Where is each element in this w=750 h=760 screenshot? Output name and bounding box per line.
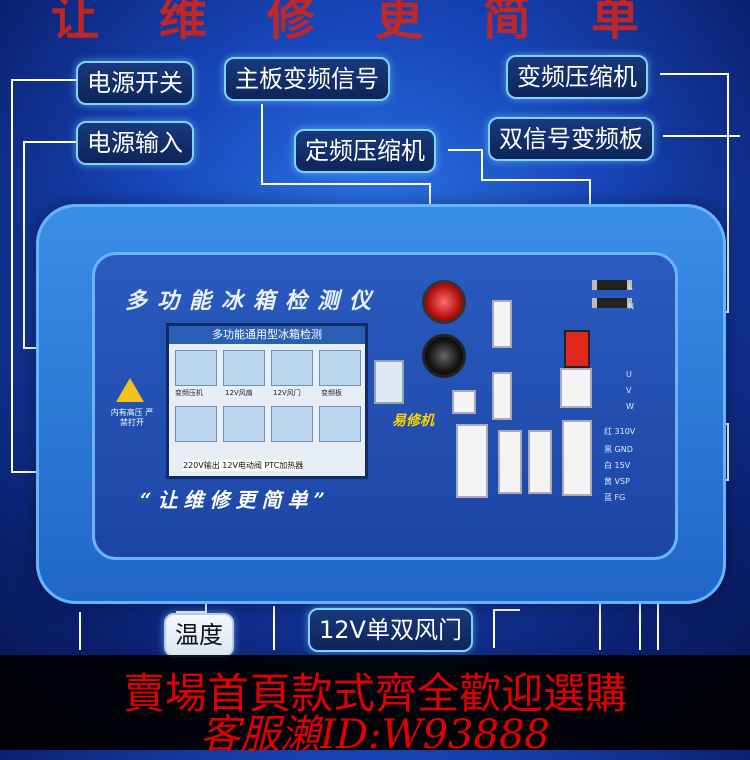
label-inverter-compressor: 变频压缩机 (506, 55, 648, 99)
tile-fan[interactable] (223, 350, 265, 386)
tile-valve[interactable] (223, 406, 265, 442)
black-jack[interactable] (422, 334, 466, 378)
red-jack[interactable] (422, 280, 466, 324)
color-mark: 蓝 FG (604, 493, 626, 502)
warning-text: 内有高压 严禁打开 (110, 408, 154, 427)
color-mark: 白 15V (604, 461, 631, 470)
color-mark: 黄 VSP (604, 477, 630, 486)
label-temperature: 温度 (164, 613, 234, 657)
ad-overlay (0, 655, 750, 750)
fridge-icon (374, 360, 404, 404)
tile-label: 12V风扇 (225, 389, 253, 397)
mark-n: N (628, 302, 634, 311)
warning-icon (116, 378, 144, 402)
color-mark: 红 310V (604, 427, 636, 436)
screen-title: 多功能通用型冰箱检测 (169, 326, 365, 344)
ad-line-2: 客服瀨ID:W93888 (200, 712, 550, 758)
tile-output[interactable] (175, 406, 217, 442)
red-connector[interactable] (564, 330, 590, 368)
fuse-icon (592, 280, 632, 290)
label-fixed-compressor: 定频压缩机 (294, 129, 436, 173)
tile-label: 变频压机 (175, 389, 203, 397)
device-screen: 多功能通用型冰箱检测 变频压机 12V风扇 12V风门 变频板 220V输出 1… (166, 323, 368, 479)
connector[interactable] (492, 372, 512, 420)
label-power-switch: 电源开关 (76, 61, 194, 105)
connector[interactable] (560, 368, 592, 408)
ad-line-1: 賣場首頁款式齊全歡迎選購 (122, 669, 627, 718)
mark-l: L (628, 282, 633, 291)
tile-compressor[interactable] (175, 350, 217, 386)
mark-u: U (626, 370, 632, 379)
connector[interactable] (528, 430, 552, 494)
screen-footer: 220V输出 12V电动阀 PTC加热器 (183, 460, 304, 471)
label-fan-door: 12V单双风门 (308, 608, 473, 652)
label-dual-signal-board: 双信号变频板 (488, 117, 654, 161)
device-title: 多功能冰箱检测仪 (125, 288, 382, 314)
connector[interactable] (456, 424, 488, 498)
label-board-signal: 主板变频信号 (224, 57, 390, 101)
tile-label: 变频板 (321, 389, 342, 397)
tile-label: 12V风门 (273, 389, 301, 397)
connector[interactable] (562, 420, 592, 496)
connector[interactable] (492, 300, 512, 348)
tile-door[interactable] (271, 350, 313, 386)
brand-name: 易修机 (392, 413, 434, 429)
tile-heater[interactable] (271, 406, 313, 442)
tile-board[interactable] (319, 350, 361, 386)
fuse-icon (592, 298, 632, 308)
mark-v: V (626, 386, 632, 395)
color-mark: 黑 GND (604, 445, 633, 454)
label-power-input: 电源输入 (76, 121, 194, 165)
mark-w: W (626, 402, 634, 411)
device-slogan: “让维修更简单” (140, 488, 332, 512)
tile-more[interactable] (319, 406, 361, 442)
connector[interactable] (498, 430, 522, 494)
connector[interactable] (452, 390, 476, 414)
